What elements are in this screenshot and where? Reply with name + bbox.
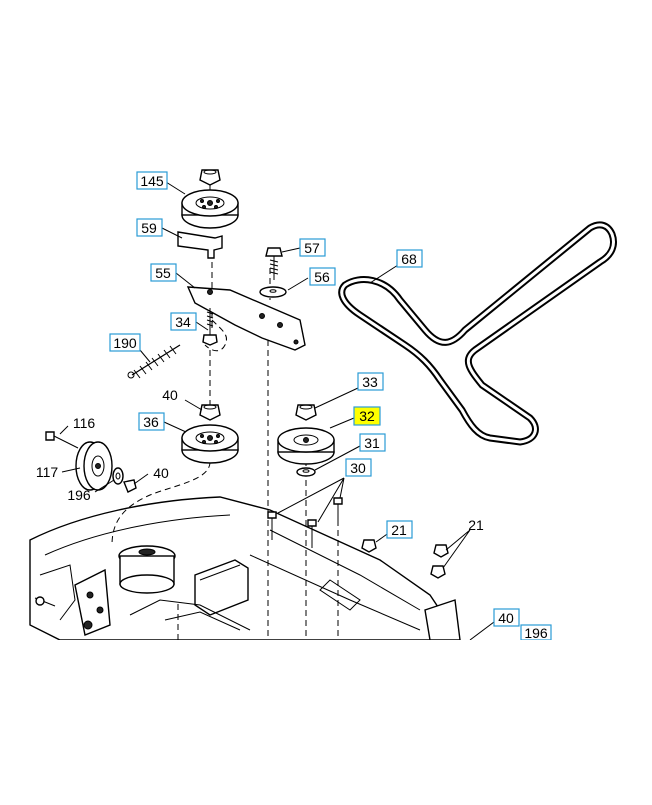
callout-label: 30 [350, 460, 366, 476]
callout-56[interactable]: 56 [309, 267, 336, 286]
callout-label: 59 [141, 220, 157, 236]
callout-label: 145 [140, 173, 164, 189]
callout-34[interactable]: 34 [170, 312, 197, 331]
callout-label: 40 [153, 465, 169, 481]
callout-196-bottom[interactable]: 196 [520, 624, 552, 641]
callout-label: 117 [36, 464, 59, 480]
blank-area [0, 640, 652, 800]
callout-145[interactable]: 145 [136, 171, 168, 190]
idler-pulley-36 [181, 424, 239, 464]
callout-190[interactable]: 190 [109, 333, 141, 352]
callout-36[interactable]: 36 [138, 412, 165, 431]
washer-196 [112, 467, 124, 485]
bolts-30 [267, 497, 343, 548]
bolt-34 [202, 308, 218, 346]
bracket-59 [177, 231, 223, 259]
callout-label: 57 [304, 240, 320, 256]
drive-belt-68 [338, 221, 617, 446]
idler-arm-55 [186, 286, 306, 351]
callout-33[interactable]: 33 [357, 372, 384, 391]
callout-68[interactable]: 68 [396, 249, 423, 268]
callout-31[interactable]: 31 [359, 433, 386, 452]
nut-21-b [430, 544, 449, 579]
callout-57[interactable]: 57 [299, 238, 326, 257]
callout-label: 31 [364, 435, 380, 451]
pulley-32 [277, 427, 335, 465]
callout-label: 21 [391, 522, 407, 538]
callout-label: 116 [73, 415, 96, 431]
callout-21-b[interactable]: 21 [468, 517, 484, 533]
callout-55[interactable]: 55 [150, 263, 177, 282]
nut-33 [295, 404, 317, 421]
callout-32[interactable]: 32 [353, 406, 381, 426]
callout-label: 55 [155, 265, 171, 281]
leader-lines [59, 181, 495, 641]
callout-label: 33 [362, 374, 378, 390]
idler-pulley-117 [75, 441, 113, 491]
callout-40-bottom[interactable]: 40 [493, 608, 520, 627]
callout-label: 196 [67, 487, 91, 503]
callout-label: 190 [113, 335, 137, 351]
callout-label: 196 [524, 625, 548, 641]
mower-deck [29, 496, 462, 641]
callout-label: 40 [162, 387, 178, 403]
callout-label: 40 [498, 610, 514, 626]
callout-40-upper[interactable]: 40 [162, 387, 178, 403]
callout-30[interactable]: 30 [345, 458, 372, 477]
callout-label: 68 [401, 251, 417, 267]
nut-40-upper [199, 404, 221, 421]
callout-label: 21 [468, 517, 484, 533]
idler-pulley-145 [181, 169, 239, 229]
callout-117[interactable]: 117 [36, 464, 59, 480]
callout-label: 34 [175, 314, 191, 330]
callout-label: 32 [359, 408, 375, 424]
callout-21-a[interactable]: 21 [386, 520, 413, 539]
callout-196-left[interactable]: 196 [67, 487, 91, 503]
callout-116[interactable]: 116 [73, 415, 96, 431]
bolt-116 [45, 431, 79, 449]
nut-40-left [123, 479, 137, 493]
callout-40-left[interactable]: 40 [153, 465, 169, 481]
washer-56 [259, 286, 287, 298]
callout-59[interactable]: 59 [136, 218, 163, 237]
callout-label: 56 [314, 269, 330, 285]
callout-label: 36 [143, 414, 159, 430]
assembly-lines [111, 185, 339, 640]
nut-21-a [361, 539, 377, 553]
spring-190 [127, 344, 181, 379]
bolt-57 [265, 247, 283, 280]
washer-31 [296, 467, 316, 477]
